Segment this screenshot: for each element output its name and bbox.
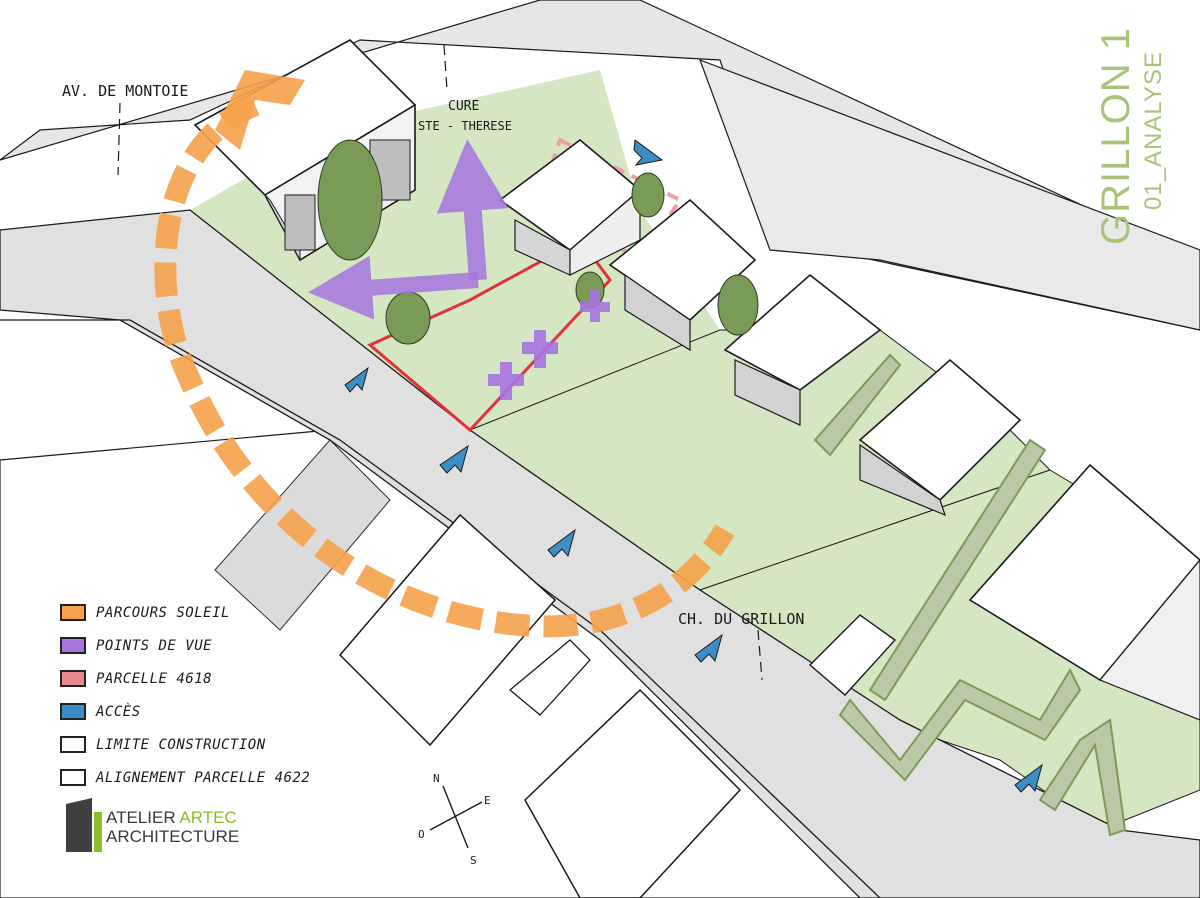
- legend-swatch: [60, 769, 86, 786]
- trees: [317, 139, 759, 345]
- compass-o: O: [418, 828, 425, 841]
- legend: PARCOURS SOLEIL POINTS DE VUE PARCELLE 4…: [60, 596, 390, 794]
- legend-swatch: [60, 670, 86, 687]
- legend-label: POINTS DE VUE: [96, 637, 213, 654]
- compass-e: E: [484, 794, 491, 807]
- sun-path-arrowhead: [215, 70, 305, 150]
- atelier-artec-logo: ATELIER ARTEC ARCHITECTURE: [66, 798, 266, 852]
- access-arrow[interactable]: [694, 633, 723, 663]
- legend-label: ACCÈS: [96, 703, 141, 720]
- access-arrow[interactable]: [1014, 763, 1043, 793]
- legend-item-alignement: ALIGNEMENT PARCELLE 4622: [60, 761, 390, 794]
- access-arrow[interactable]: [439, 444, 469, 474]
- tree: [717, 274, 759, 336]
- title-sub: 01_ANALYSE: [1140, 51, 1167, 210]
- tree: [385, 291, 431, 345]
- legend-item-limite: LIMITE CONSTRUCTION: [60, 728, 390, 761]
- legend-label: PARCELLE 4618: [96, 670, 213, 687]
- legend-item-parcelle: PARCELLE 4618: [60, 662, 390, 695]
- legend-label: PARCOURS SOLEIL: [96, 604, 230, 621]
- access-arrow[interactable]: [633, 139, 664, 166]
- road-surface: [0, 209, 1200, 898]
- buildings: [193, 39, 1200, 898]
- legend-swatch: [60, 703, 86, 720]
- label-chemin-grillon: CH. DU GRILLON: [678, 610, 804, 628]
- legend-label: ALIGNEMENT PARCELLE 4622: [96, 769, 311, 786]
- sun-path-arc: [154, 94, 735, 638]
- neighbour-house-4: [968, 463, 1200, 721]
- compass-n: N: [433, 772, 440, 785]
- road: [0, 209, 1200, 898]
- tree: [317, 139, 383, 261]
- legend-swatch: [60, 637, 86, 654]
- neighbour-house-2: [723, 273, 882, 426]
- access-arrows: [344, 139, 1043, 793]
- legend-swatch: [60, 604, 86, 621]
- tree: [631, 172, 665, 218]
- legend-item-points-de-vue: POINTS DE VUE: [60, 629, 390, 662]
- view-arrow-up: [436, 139, 509, 281]
- logo-text: ATELIER ARTEC ARCHITECTURE: [106, 808, 240, 846]
- title-main: GRILLON 1: [1094, 27, 1138, 245]
- legend-swatch: [60, 736, 86, 753]
- upper-right-ground: [698, 58, 1200, 331]
- access-arrow[interactable]: [547, 528, 576, 558]
- view-arrow-left: [308, 255, 479, 320]
- logo-mark-icon: [66, 798, 102, 852]
- road-edge-lower: [0, 319, 881, 898]
- parcel-building: [498, 138, 642, 276]
- access-arrow[interactable]: [344, 366, 369, 393]
- label-cure-line2: STE - THERESE: [418, 119, 512, 133]
- label-cure-line1: CURE: [448, 99, 479, 114]
- neighbour-house-3: [858, 358, 1022, 517]
- view-cross: [488, 290, 610, 400]
- compass: N E S O: [418, 772, 491, 867]
- hedges: [813, 353, 1127, 837]
- compass-s: S: [470, 854, 477, 867]
- label-avenue-montoie: AV. DE MONTOIE: [62, 82, 188, 100]
- legend-label: LIMITE CONSTRUCTION: [96, 736, 266, 753]
- garage-small: [808, 614, 897, 696]
- neighbour-house-1: [608, 198, 757, 352]
- view-points: [308, 139, 610, 400]
- legend-item-acces: ACCÈS: [60, 695, 390, 728]
- legend-item-parcours-soleil: PARCOURS SOLEIL: [60, 596, 390, 629]
